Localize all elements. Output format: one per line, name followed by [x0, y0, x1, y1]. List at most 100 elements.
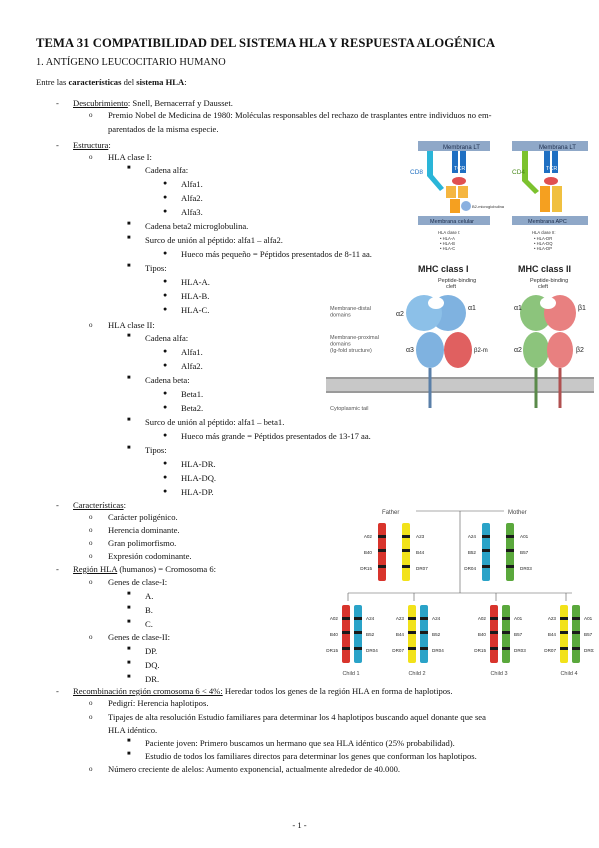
mhc1-title: MHC class I — [418, 264, 469, 274]
gene-dq: DQ. — [145, 660, 160, 670]
dash-bullet: - — [56, 500, 59, 510]
clase1-surco: Surco de unión al péptido: alfa1 – alfa2… — [145, 235, 283, 245]
circle-bullet: o — [89, 578, 93, 586]
chromosome-band — [502, 647, 510, 650]
cytoplasmic-label: Cytoplasmic tail — [330, 406, 369, 412]
class1-legend-head: HLA clase I: — [438, 230, 460, 235]
class2-legend-item: • HLA-DQ — [534, 241, 553, 246]
hla-receptor-figure: Membrana LT TCR CD8 B2-microglobulina Me… — [402, 136, 594, 256]
allele-label: DR04 — [464, 566, 476, 571]
circle-bullet: o — [89, 552, 93, 560]
square-bullet: ■ — [127, 445, 131, 451]
dot-bullet: ● — [163, 305, 168, 313]
circle-bullet: o — [89, 539, 93, 547]
chromosome-band — [354, 617, 362, 620]
clase1-label: HLA clase I: — [108, 152, 152, 162]
allele-label: DR04 — [366, 648, 378, 653]
dot-bullet: ● — [163, 431, 168, 439]
b2m-icon — [461, 201, 471, 211]
allele-label: B57 — [514, 632, 523, 637]
square-bullet: ■ — [127, 263, 131, 269]
gene-c: C. — [145, 619, 153, 629]
allele-label: A01 — [520, 534, 529, 539]
chromosome-band — [506, 549, 514, 552]
allele-label: A23 — [396, 616, 405, 621]
dot-bullet: ● — [163, 249, 168, 257]
dash-bullet: - — [56, 686, 59, 696]
clase1-beta2: Cadena beta2 microglobulina. — [145, 221, 249, 231]
caracteristica-item: Expresión codominante. — [108, 551, 192, 561]
clase1-alfa2: Alfa2. — [181, 193, 203, 203]
membrana-celular-label: Membrana celular — [430, 219, 474, 225]
mhc1-icon — [450, 199, 460, 213]
mhc2-a1-label: α1 — [514, 305, 522, 312]
clase2-beta2: Beta2. — [181, 403, 204, 413]
chromosome-band — [378, 535, 386, 538]
chromosome-band — [402, 565, 410, 568]
intro-line: Entre las características del sistema HL… — [36, 77, 187, 87]
membrana-apc-label: Membrana APC — [528, 219, 567, 225]
chromosome-band — [490, 647, 498, 650]
membrana-apc-bar — [512, 216, 588, 225]
square-bullet: ■ — [127, 605, 131, 611]
chromosome-band — [490, 631, 498, 634]
allele-label: A24 — [432, 616, 441, 621]
chromosome-band — [482, 565, 490, 568]
clase1-alfa1: Alfa1. — [181, 179, 203, 189]
mhc2-b1-label: β1 — [578, 305, 586, 312]
dot-bullet: ● — [163, 487, 168, 495]
square-bullet: ■ — [127, 591, 131, 597]
clase2-cadena-alfa: Cadena alfa: — [145, 333, 189, 343]
square-bullet: ■ — [127, 221, 131, 227]
allele-label: A01 — [514, 616, 523, 621]
chromosome-band — [402, 535, 410, 538]
chromosome-band — [408, 631, 416, 634]
allele-label: A23 — [416, 534, 425, 539]
square-bullet: ■ — [127, 235, 131, 241]
circle-bullet: o — [89, 633, 93, 641]
allele-label: A02 — [478, 616, 487, 621]
haplotype-pedigree-figure: Father Mother A02B40DR15A23B44DR07A24B52… — [326, 505, 594, 680]
mhc2-a2-label: α2 — [514, 347, 522, 354]
clase2-beta1: Beta1. — [181, 389, 204, 399]
class2-legend-item: • HLA-DR — [534, 236, 552, 241]
square-bullet: ■ — [127, 751, 131, 757]
child-label: Child 3 — [490, 671, 507, 677]
clase2-surco: Surco de unión al péptido: alfa1 – beta1… — [145, 417, 285, 427]
tipajes-line-2: HLA idéntico. — [108, 725, 158, 735]
region-line: Región HLA (humanos) = Cromosoma 6: — [73, 564, 217, 574]
section-heading: 1. ANTÍGENO LEUCOCITARIO HUMANO — [36, 57, 226, 68]
clase2-alfa2: Alfa2. — [181, 361, 203, 371]
chromosome-band — [560, 617, 568, 620]
membrana-lt-bar-2 — [512, 141, 588, 151]
clase2-hueco: Hueco más grande = Péptidos presentados … — [181, 431, 371, 441]
membrana-lt-label-1: Membrana LT — [443, 145, 480, 151]
chromosome-band — [342, 617, 350, 620]
mhc2-icon — [552, 186, 562, 212]
circle-bullet: o — [89, 713, 93, 721]
mhc1-a3-domain — [416, 332, 444, 368]
paciente-line: Paciente joven: Primero buscamos un herm… — [145, 738, 455, 748]
clase1-tipos: Tipos: — [145, 263, 167, 273]
mhc2-title: MHC class II — [518, 264, 571, 274]
allele-label: B40 — [364, 550, 373, 555]
chromosome-band — [560, 647, 568, 650]
tcr-label-2: TCR — [546, 166, 557, 172]
allele-label: A24 — [468, 534, 477, 539]
mhc1-a3-label: α3 — [406, 347, 414, 354]
membrana-lt-label-2: Membrana LT — [539, 145, 576, 151]
allele-label: DR15 — [326, 648, 338, 653]
cd8-label: CD8 — [410, 169, 423, 176]
chromosome-band — [378, 565, 386, 568]
descubrimiento-line: Descubrimiento: Snell, Bernacerraf y Dau… — [73, 98, 233, 108]
class2-legend-item: • HLA-DP — [534, 246, 552, 251]
nobel-line-1: Premio Nobel de Medicina de 1980: Molécu… — [108, 110, 492, 120]
clase2-label: HLA clase II: — [108, 320, 155, 330]
dot-bullet: ● — [163, 291, 168, 299]
square-bullet: ■ — [127, 333, 131, 339]
tcr-icon — [544, 151, 550, 173]
allele-label: B57 — [520, 550, 529, 555]
